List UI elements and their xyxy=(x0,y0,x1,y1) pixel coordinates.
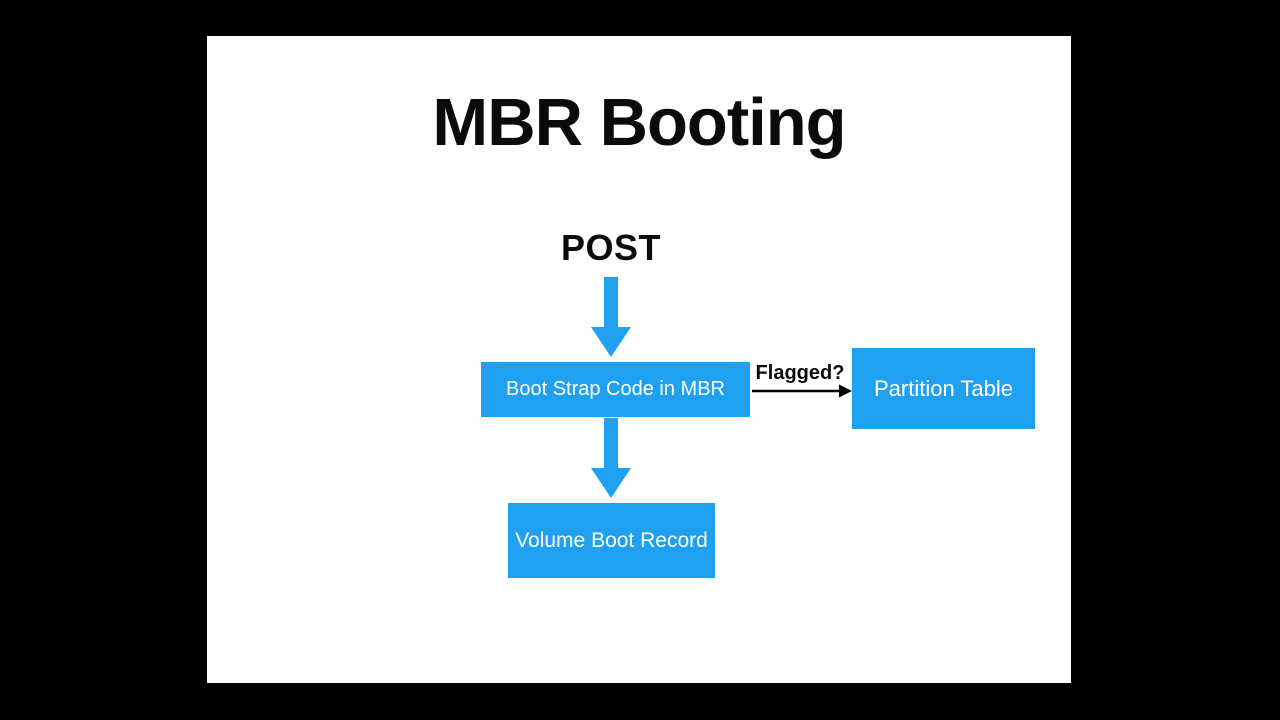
arrow-right-icon xyxy=(752,384,852,398)
presentation-slide: MBR Booting POST Boot Strap Code in MBR … xyxy=(207,36,1071,683)
bootstrap-code-node-label: Boot Strap Code in MBR xyxy=(506,378,725,400)
bootstrap-code-node: Boot Strap Code in MBR xyxy=(481,362,750,417)
arrow-down-icon xyxy=(591,418,631,498)
volume-boot-record-node-label: Volume Boot Record xyxy=(515,528,708,552)
flagged-edge-label: Flagged? xyxy=(755,362,845,384)
partition-table-node: Partition Table xyxy=(852,348,1035,429)
post-node-label: POST xyxy=(560,227,662,268)
arrow-down-icon xyxy=(591,277,631,357)
volume-boot-record-node: Volume Boot Record xyxy=(508,503,715,578)
slide-title: MBR Booting xyxy=(432,85,846,160)
partition-table-node-label: Partition Table xyxy=(873,375,1013,401)
